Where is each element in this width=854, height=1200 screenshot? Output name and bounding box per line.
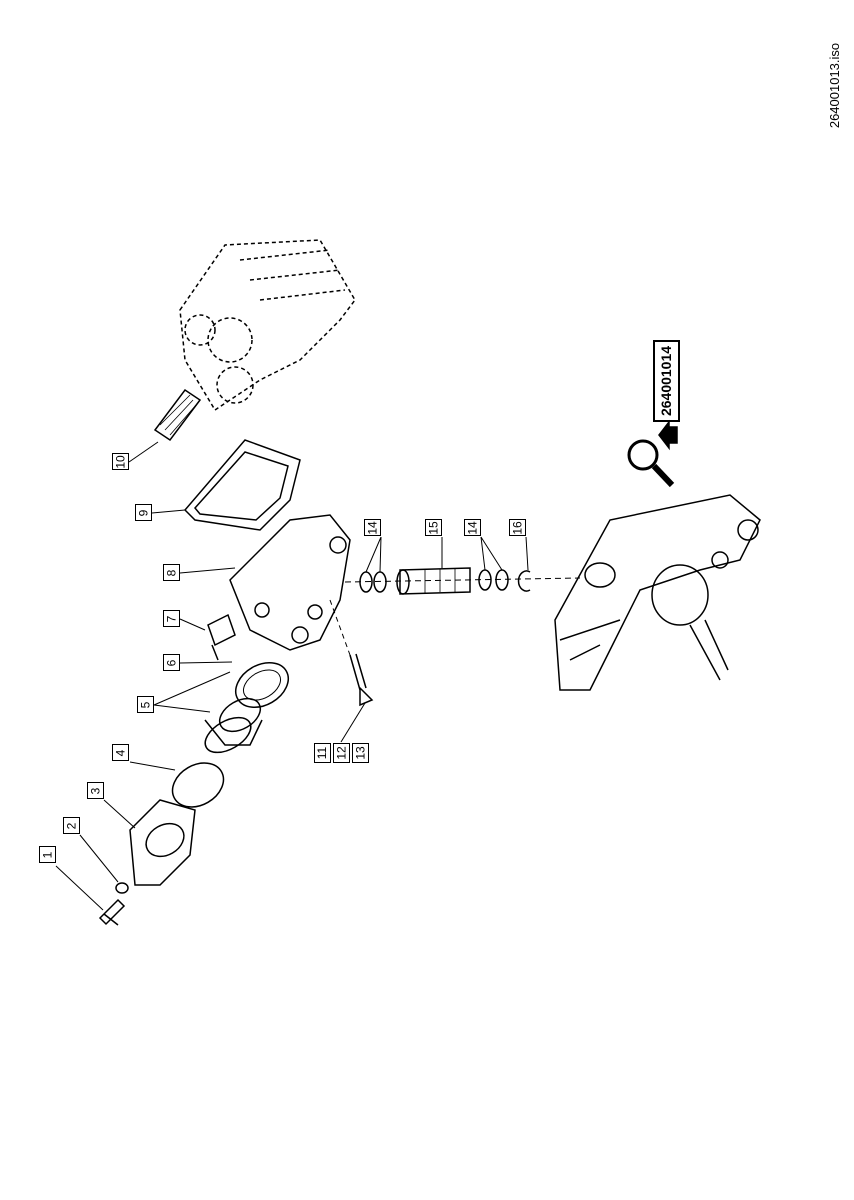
part-2-washer [115,882,129,894]
callout-number: 4 [113,749,128,756]
callout-6: 6 [163,654,180,671]
part-14-oring [373,571,387,593]
part-14-oring [495,569,509,591]
part-11-bolt [349,653,374,707]
callout-number: 1 [40,851,55,858]
engine-block-outline [179,239,356,412]
file-name-label: 264001013.iso [826,42,844,127]
part-7-sensor [207,613,236,661]
callout-number: 6 [164,659,179,666]
callout-number: 5 [138,701,153,708]
part-3-water-outlet [129,799,196,886]
callout-number: 2 [64,822,79,829]
part-9-gasket [183,439,301,531]
callout-number: 7 [164,615,179,622]
callout-number: 16 [510,520,525,535]
callout-4: 4 [112,744,129,761]
steering-column-assembly [554,494,761,691]
callout-number: 9 [136,509,151,516]
part-15-shaft [396,567,471,595]
callout-14: 14 [364,519,381,536]
part-1-bolt [98,898,126,926]
callout-number: 15 [426,520,441,535]
reference-link-box[interactable]: 264001014 [653,340,680,422]
callout-11: 11 [314,743,331,763]
leader-lines [55,441,529,911]
callout-1: 1 [39,846,56,863]
magnifier-icon [627,439,675,488]
callout-number: 14 [365,520,380,535]
part-4-gasket [171,762,225,808]
callout-number: 14 [465,520,480,535]
arrow-up-icon [658,419,678,451]
callout-number: 11 [315,746,330,760]
callout-number: 10 [113,454,128,469]
part-16-clip [517,570,531,592]
part-10-hose [153,388,202,442]
callout-number: 13 [353,746,368,760]
callout-number: 8 [164,569,179,576]
callout-13: 13 [352,743,369,763]
part-8-thermostat-housing [229,514,351,651]
part-6-seal [235,661,289,709]
callout-9: 9 [135,504,152,521]
callout-12: 12 [333,743,350,763]
callout-10: 10 [112,453,129,470]
file-name-text: 264001013.iso [827,42,843,128]
callout-15: 15 [425,519,442,536]
callout-5: 5 [137,696,154,713]
callout-14b: 14 [464,519,481,536]
callout-7: 7 [163,610,180,627]
callout-2: 2 [63,817,80,834]
part-5-thermostat [204,697,263,754]
reference-link-text[interactable]: 264001014 [658,345,675,417]
callout-16: 16 [509,519,526,536]
callout-3: 3 [87,782,104,799]
callout-8: 8 [163,564,180,581]
callout-number: 12 [334,746,349,760]
callout-number: 3 [88,787,103,794]
